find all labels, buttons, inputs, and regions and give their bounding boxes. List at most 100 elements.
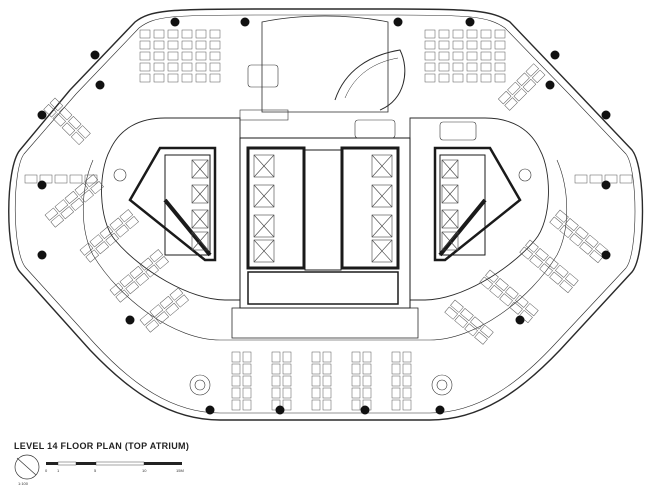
lift-car: [191, 159, 209, 179]
lift-car: [441, 209, 459, 229]
workstation: [391, 363, 401, 375]
workstation: [579, 241, 593, 255]
workstation: [322, 399, 332, 411]
workstation: [89, 234, 104, 248]
workstation: [125, 216, 139, 230]
lift-car: [371, 214, 393, 238]
workstation: [167, 62, 179, 72]
lift-cross: [253, 184, 275, 208]
atrium-spiral-stair: [334, 49, 406, 111]
workstation: [74, 182, 89, 196]
workstation: [480, 29, 492, 39]
workstation: [565, 218, 579, 232]
workstation: [604, 174, 618, 184]
workstation: [115, 289, 130, 303]
workstation: [539, 263, 553, 277]
workstation: [362, 375, 372, 387]
workstation: [452, 40, 464, 50]
workstation: [44, 207, 59, 221]
workstation: [242, 351, 252, 363]
workstation: [149, 304, 164, 318]
workstation: [504, 97, 518, 111]
workstation: [480, 62, 492, 72]
workstation: [139, 312, 154, 326]
scale-tick-4: 15M: [176, 468, 184, 473]
workstation: [271, 351, 281, 363]
workstation: [555, 264, 569, 278]
workstation: [438, 73, 450, 83]
lift-cross: [253, 154, 275, 178]
workstation: [497, 90, 512, 105]
workstation: [145, 319, 160, 333]
workstation: [139, 257, 154, 271]
scale-tick-2: 5: [94, 468, 97, 473]
workstation: [167, 40, 179, 50]
workstation: [153, 29, 165, 39]
workstation: [531, 69, 546, 84]
workstation: [90, 181, 104, 195]
workstation: [402, 375, 412, 387]
workstation: [80, 189, 94, 203]
workstation: [438, 40, 450, 50]
workstation: [54, 174, 68, 184]
workstation: [464, 323, 478, 337]
cluster-e3: [479, 269, 539, 324]
workstation: [450, 299, 464, 313]
workstation: [555, 209, 569, 223]
workstation: [181, 62, 193, 72]
workstation: [575, 226, 589, 240]
workstation: [494, 51, 506, 61]
column: [601, 180, 611, 190]
workstation: [139, 51, 151, 61]
column: [435, 405, 445, 415]
workstation: [129, 265, 144, 280]
workstation: [209, 51, 221, 61]
workstation: [466, 73, 478, 83]
lift-cross: [191, 184, 209, 204]
workstation: [351, 387, 361, 399]
workstation: [559, 279, 573, 294]
workstation: [209, 29, 221, 39]
workstation: [195, 40, 207, 50]
cluster-w1: [44, 174, 104, 228]
cluster-w4: [139, 287, 189, 333]
workstation: [181, 29, 193, 39]
lift-shafts: [191, 154, 459, 263]
workstation: [545, 256, 559, 270]
workstation: [231, 399, 241, 411]
lift-car: [371, 239, 393, 263]
workstation: [438, 29, 450, 39]
workstation: [145, 264, 159, 278]
workstation: [452, 73, 464, 83]
workstation: [549, 271, 563, 285]
workstation-clusters: [24, 29, 633, 411]
lift-cross: [371, 184, 393, 208]
workstation: [139, 40, 151, 50]
workstation: [424, 62, 436, 72]
column: [601, 250, 611, 260]
workstation: [155, 311, 170, 325]
workstation: [322, 387, 332, 399]
column: [240, 17, 250, 27]
workstation: [485, 269, 499, 283]
workstation: [52, 113, 66, 127]
lift-cross: [191, 231, 209, 251]
workstation: [529, 254, 543, 269]
workstation: [209, 40, 221, 50]
workstation: [79, 242, 94, 256]
workstation: [242, 363, 252, 375]
workstation: [271, 363, 281, 375]
lift-cross: [371, 239, 393, 263]
workstation: [322, 363, 332, 375]
scale-bar: 1:100 0 1 5 10 15M: [14, 454, 184, 486]
workstation: [574, 174, 588, 184]
workstation: [209, 73, 221, 83]
column: [37, 250, 47, 260]
lift-cross: [253, 214, 275, 238]
workstation: [68, 116, 82, 130]
workstation: [242, 375, 252, 387]
lift-cross: [371, 154, 393, 178]
workstation: [43, 104, 57, 118]
lift-car: [191, 184, 209, 204]
